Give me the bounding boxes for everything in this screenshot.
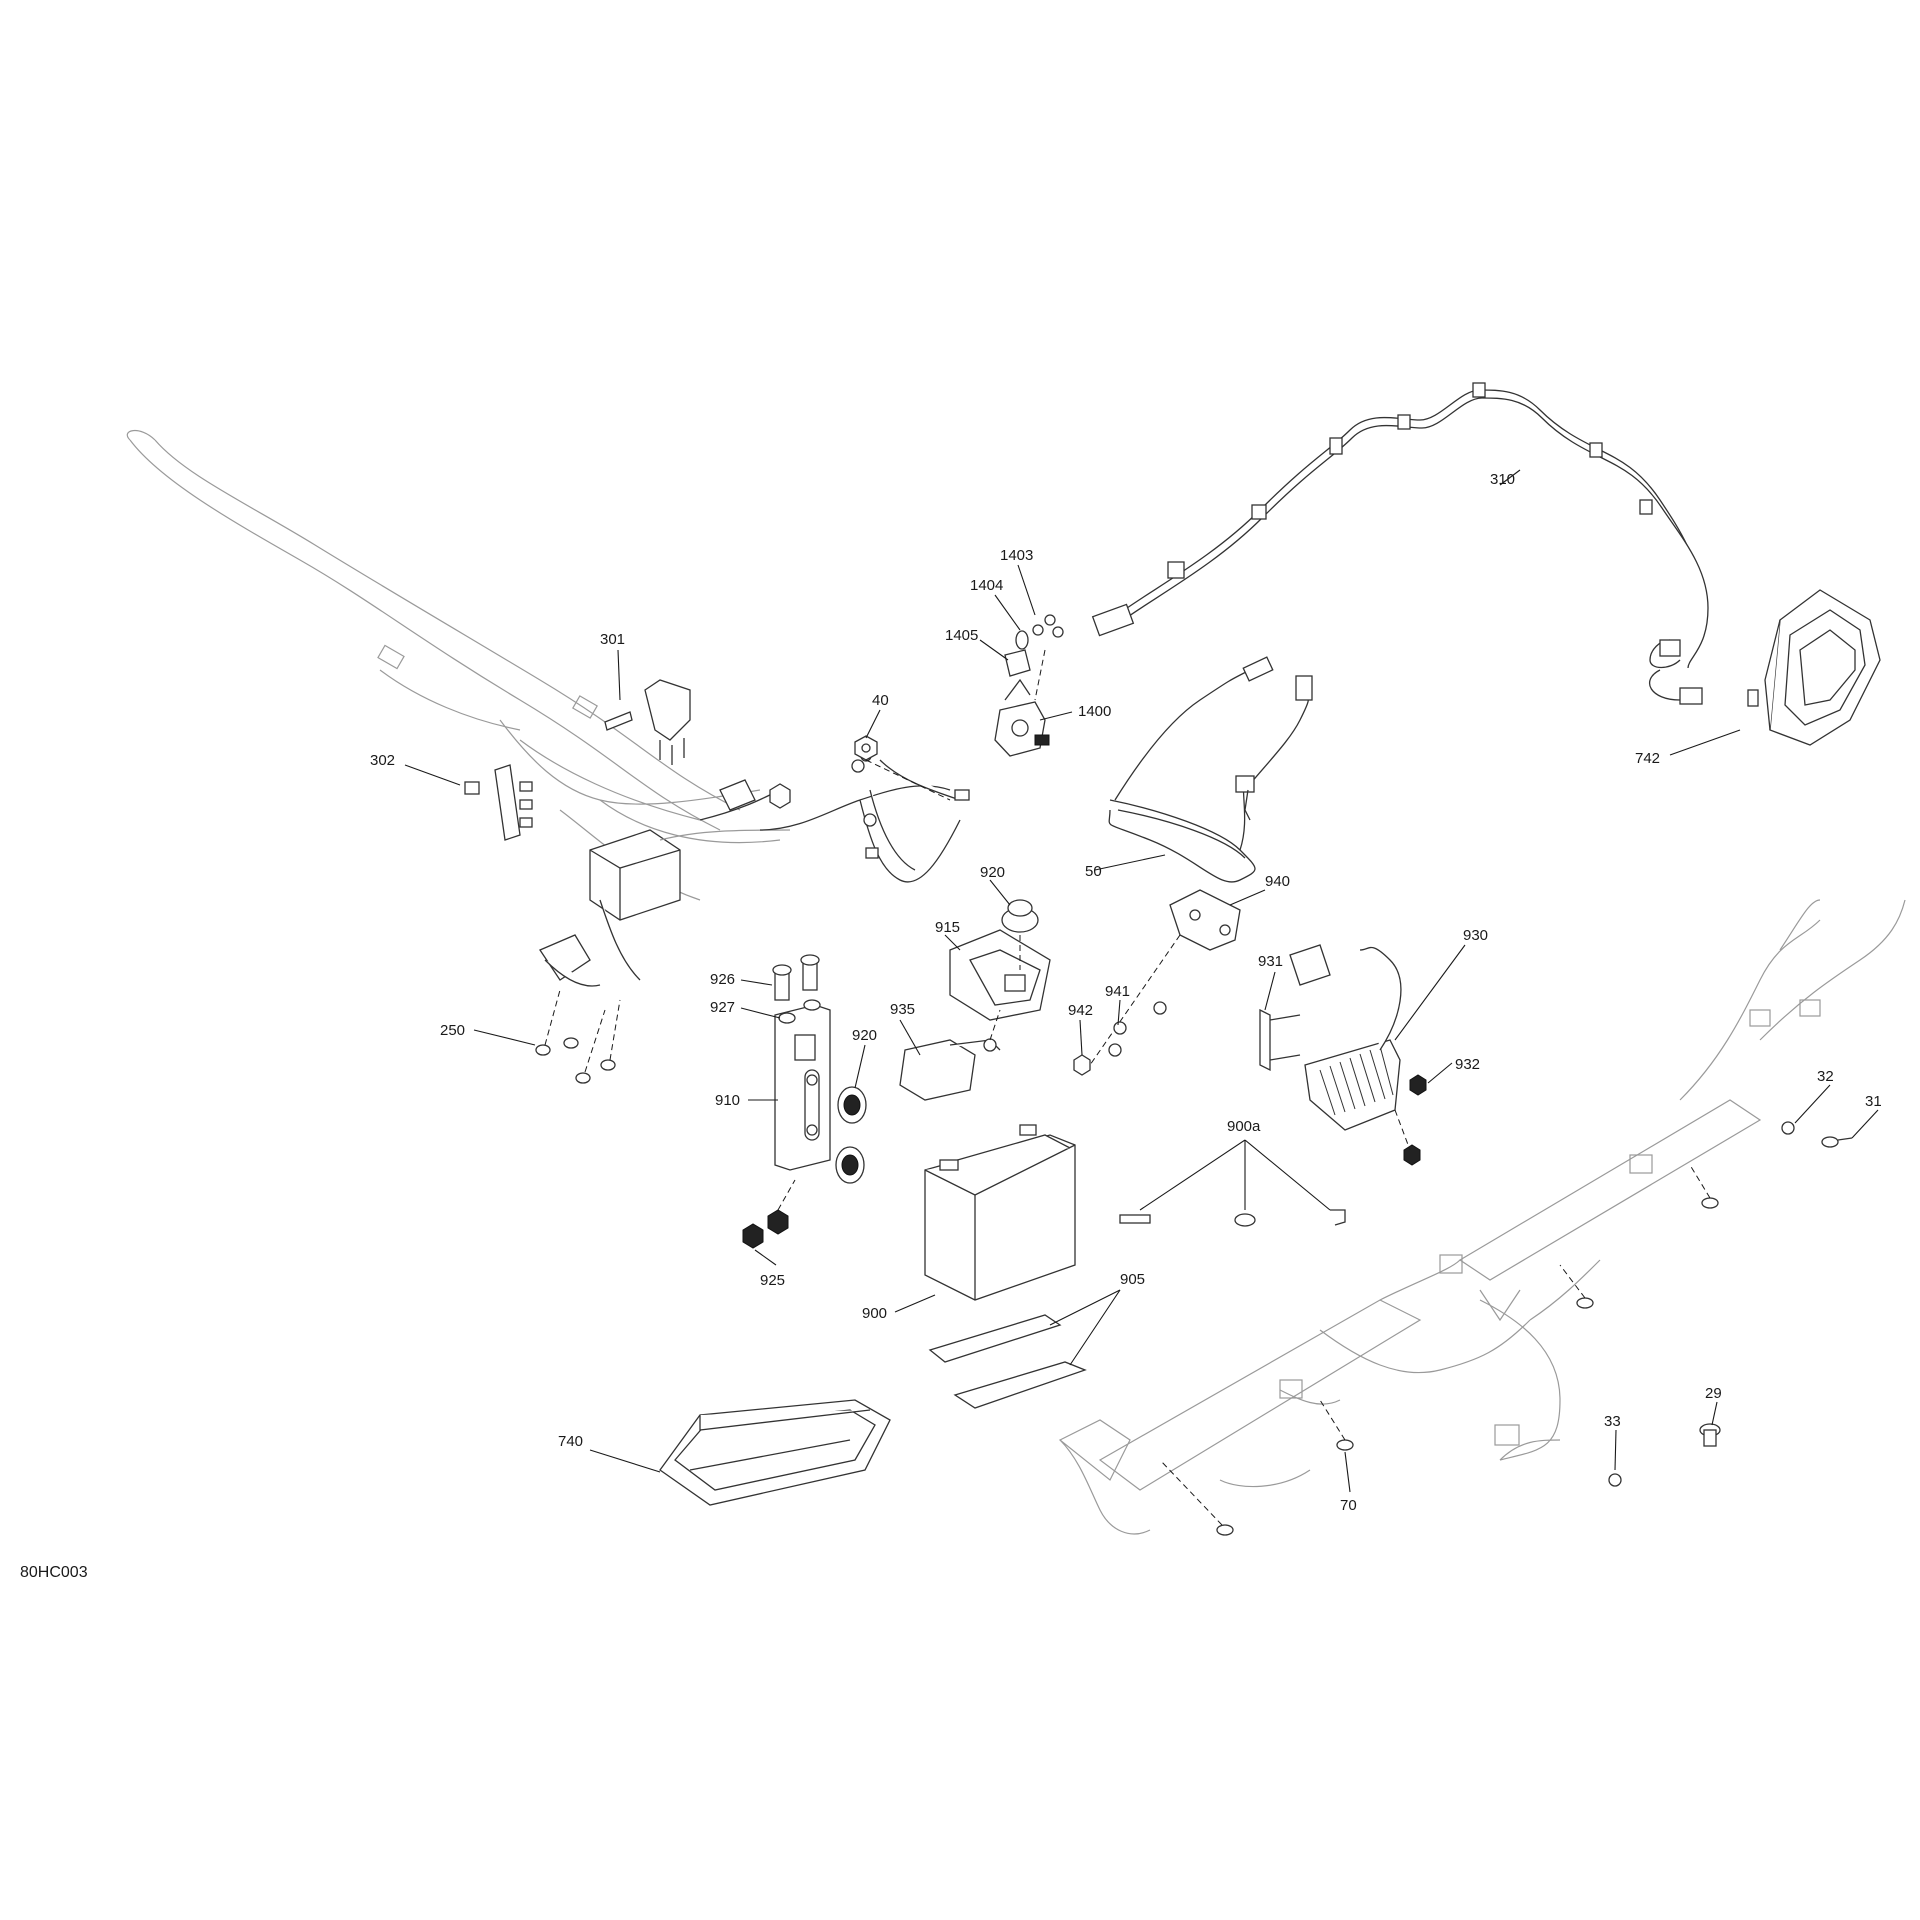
callout-302: 302 [370, 752, 395, 769]
bracket-302 [464, 764, 533, 841]
nut-40 [769, 735, 951, 809]
push-rivets-250 [535, 989, 621, 1084]
callout-740: 740 [558, 1433, 583, 1450]
battery-900 [924, 1124, 1076, 1301]
callout-250: 250 [440, 1022, 465, 1039]
fuse-box-harness [539, 779, 791, 987]
callout-1405: 1405 [945, 627, 978, 644]
callout-910: 910 [715, 1092, 740, 1109]
callout-941: 941 [1105, 983, 1130, 1000]
callout-31: 31 [1865, 1093, 1882, 1110]
screws-70 [1159, 1164, 1719, 1536]
callout-1404: 1404 [970, 577, 1003, 594]
leader-lines [404, 469, 1879, 1493]
cover-935 [899, 1009, 1001, 1101]
callout-29: 29 [1705, 1385, 1722, 1402]
callout-50: 50 [1085, 863, 1102, 880]
regulator-930 [1259, 944, 1427, 1166]
main-wiring-harness-left [126, 430, 781, 901]
terminals-900a [1119, 1209, 1346, 1227]
clip-301 [604, 679, 691, 765]
callout-915: 915 [935, 919, 960, 936]
screws-926 [772, 954, 821, 1024]
callout-905: 905 [1120, 1271, 1145, 1288]
lamp-740 [659, 1399, 891, 1506]
callout-926: 926 [710, 971, 735, 988]
headlight-742 [1747, 589, 1881, 746]
callout-742: 742 [1635, 750, 1660, 767]
callout-310: 310 [1490, 471, 1515, 488]
battery-holder-915 [949, 899, 1051, 1021]
callout-32: 32 [1817, 1068, 1834, 1085]
callout-927: 927 [710, 999, 735, 1016]
callout-920-top: 920 [980, 864, 1005, 881]
callout-932: 932 [1455, 1056, 1480, 1073]
nuts-925 [742, 1179, 796, 1249]
callout-301: 301 [600, 631, 625, 648]
callout-931: 931 [1258, 953, 1283, 970]
callout-942: 942 [1068, 1002, 1093, 1019]
ground-940 [1073, 889, 1241, 1076]
callout-930: 930 [1463, 927, 1488, 944]
reference-code: 80HC003 [20, 1564, 88, 1581]
harness-310 [1091, 382, 1709, 705]
pads-905 [928, 1314, 1087, 1409]
callout-920-bottom: 920 [852, 1027, 877, 1044]
callout-900: 900 [862, 1305, 887, 1322]
callout-900a: 900a [1227, 1118, 1261, 1135]
harness-branch-40 [759, 750, 970, 883]
main-wiring-harness-right [1058, 899, 1906, 1535]
callout-1400: 1400 [1078, 703, 1111, 720]
fasteners-29-31-32-33 [1608, 1121, 1853, 1487]
callout-1403: 1403 [1000, 547, 1033, 564]
callout-40: 40 [872, 692, 889, 709]
callout-925: 925 [760, 1272, 785, 1289]
callout-33: 33 [1604, 1413, 1621, 1430]
callout-70: 70 [1340, 1497, 1357, 1514]
callout-935: 935 [890, 1001, 915, 1018]
battery-cables-50 [1108, 656, 1313, 883]
battery-sensor-1400 [994, 614, 1064, 757]
callout-940: 940 [1265, 873, 1290, 890]
